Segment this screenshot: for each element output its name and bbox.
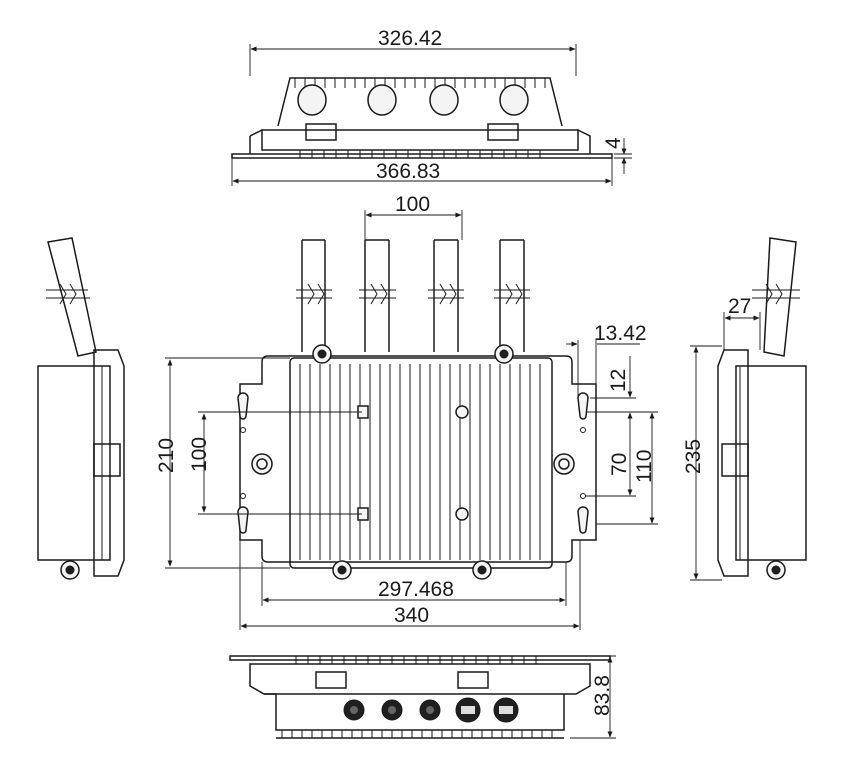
dim-body-width: 297.468 — [261, 562, 567, 606]
dim-antenna-pitch: 100 — [364, 193, 463, 240]
dim-label: 366.83 — [376, 160, 440, 183]
dim-side-offset: 27 — [723, 295, 761, 350]
dim-hole-top-gap: 12 — [590, 356, 636, 399]
left-side-view — [37, 237, 125, 580]
dim-label: 12 — [607, 369, 630, 392]
dim-side-height: 235 — [682, 345, 722, 581]
connector-icon — [343, 699, 441, 721]
dim-label: 100 — [395, 193, 430, 216]
dim-label: 326.42 — [378, 27, 442, 50]
connector-icon — [60, 560, 80, 580]
dim-label: 70 — [608, 453, 631, 476]
dim-label: 83.8 — [591, 675, 614, 716]
front-view — [237, 239, 597, 580]
dim-top-width: 326.42 — [249, 27, 577, 76]
dim-label: 340 — [394, 604, 429, 627]
dim-label: 110 — [633, 450, 656, 483]
dim-label: 210 — [155, 438, 178, 473]
dim-mount-spacing: 100 — [188, 411, 362, 515]
dim-overall-width: 340 — [239, 540, 581, 630]
dim-top-base-width: 366.83 — [231, 158, 613, 186]
dim-label: 235 — [682, 439, 705, 474]
dim-label: 13.42 — [594, 322, 647, 345]
dim-label: 4 — [602, 137, 625, 149]
heatsink-fins — [299, 364, 541, 560]
dim-label: 297.468 — [378, 578, 454, 601]
dim-bottom-height: 83.8 — [570, 655, 616, 739]
dim-hole-pitch-110: 110 — [596, 411, 658, 525]
keyhole-icon — [237, 392, 589, 534]
top-view — [231, 77, 613, 159]
right-side-view — [717, 237, 807, 580]
dim-label: 27 — [728, 295, 751, 318]
antennas — [301, 239, 525, 352]
dim-front-height: 210 — [155, 357, 290, 569]
bottom-view — [229, 655, 611, 739]
dim-top-flange: 4 — [602, 137, 632, 174]
screw-icon — [312, 344, 514, 580]
connector-icon — [766, 560, 786, 580]
dim-label: 100 — [188, 437, 211, 472]
dim-hole-offset: 13.42 — [566, 322, 647, 396]
dim-hole-pitch-70: 70 — [586, 411, 636, 497]
usb-port-icon — [455, 697, 519, 723]
